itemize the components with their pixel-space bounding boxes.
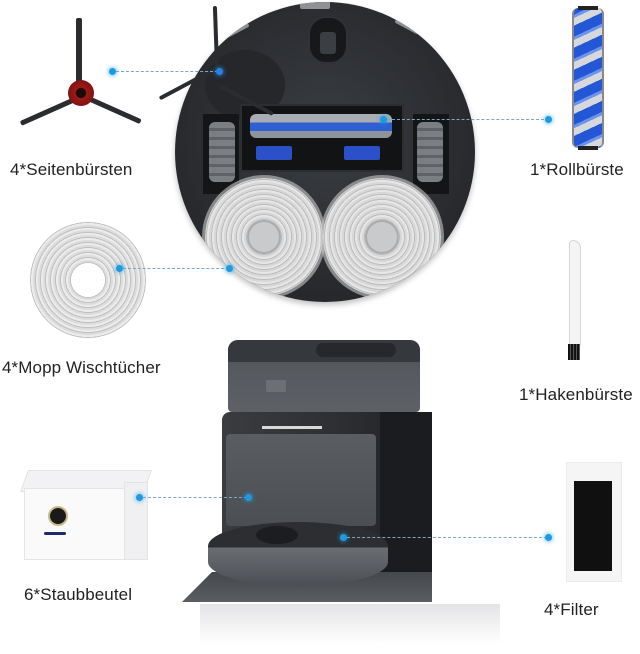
bag-opening <box>48 506 68 526</box>
connector-dot <box>216 68 223 75</box>
indicator-strip <box>262 426 322 429</box>
connector-line <box>123 268 229 269</box>
connector-dot <box>340 534 347 541</box>
label-mop-pad: 4*Mopp Wischtücher <box>2 358 161 377</box>
label-filter: 4*Filter <box>544 600 599 619</box>
connector-dot <box>116 265 123 272</box>
hook-brush-image <box>566 240 582 362</box>
connector-dot <box>545 534 552 541</box>
installed-roller-brush <box>250 114 392 138</box>
filter-image <box>566 462 622 582</box>
tank-tab <box>266 380 286 392</box>
hook-brush-bristles <box>568 344 580 360</box>
bumper-sensor <box>300 2 330 9</box>
connector-line <box>116 71 218 72</box>
tank-handle-well <box>316 343 396 357</box>
latch <box>344 146 380 160</box>
connector-dot <box>136 494 143 501</box>
bumper-sensor <box>222 18 250 39</box>
robot-vacuum-underside <box>175 2 475 302</box>
hook-brush-handle <box>569 240 581 346</box>
station-side-panel <box>380 412 432 590</box>
floor-reflection <box>200 604 500 644</box>
installed-mop-right <box>323 178 441 296</box>
label-dust-bag: 6*Staubbeutel <box>24 585 133 604</box>
connector-dot <box>245 494 252 501</box>
bag-mark <box>44 532 66 535</box>
brush-arm <box>76 18 82 82</box>
connector-dot <box>226 265 233 272</box>
docked-robot <box>208 522 388 586</box>
roller-brush-image <box>572 6 604 150</box>
connector-line <box>347 537 547 538</box>
installed-mop-left <box>205 178 323 296</box>
label-hook-brush: 1*Hakenbürste <box>519 385 633 404</box>
connector-line <box>387 119 549 120</box>
brush-hub <box>68 80 94 106</box>
dust-compartment-door <box>226 434 376 526</box>
label-side-brush: 4*Seitenbürsten <box>10 160 133 179</box>
connector-dot <box>380 116 387 123</box>
station-water-tank <box>228 340 420 412</box>
side-brush-image <box>8 10 148 130</box>
connector-dot <box>109 68 116 75</box>
bumper-sensor <box>394 14 422 35</box>
roller-brush-bay <box>240 104 404 172</box>
installed-side-brush-arm <box>212 5 220 71</box>
connector-dot <box>545 116 552 123</box>
latch <box>256 146 292 160</box>
lidar-turret <box>256 526 298 544</box>
mop-pad-image <box>30 222 146 338</box>
filter-core <box>574 481 612 571</box>
mop-center-hole <box>71 263 105 297</box>
dust-bag-image <box>19 470 153 560</box>
right-wheel <box>417 122 443 182</box>
label-roller-brush: 1*Rollbürste <box>530 160 624 179</box>
left-wheel <box>209 122 235 182</box>
connector-line <box>143 497 247 498</box>
caster-wheel <box>308 16 348 64</box>
